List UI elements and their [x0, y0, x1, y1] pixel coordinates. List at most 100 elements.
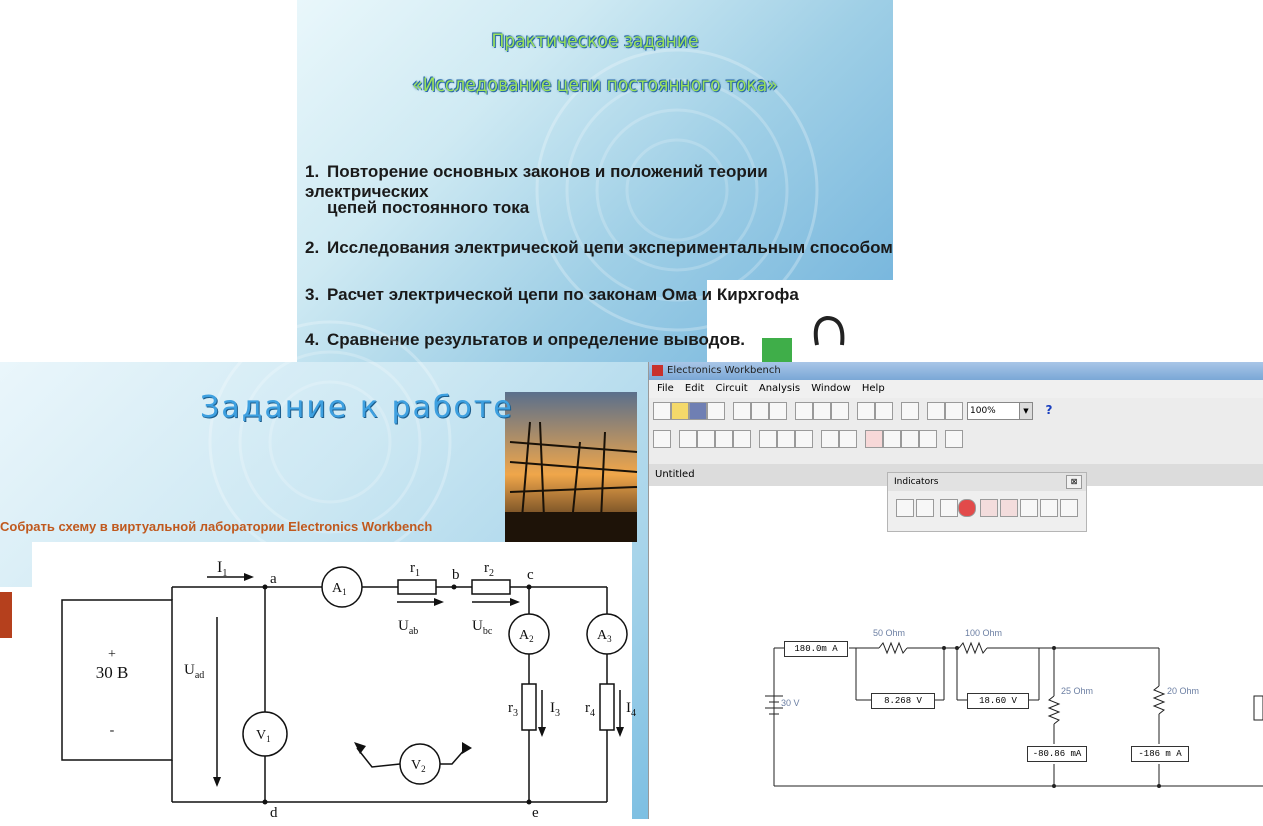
resistor-50-label: 50 Ohm: [873, 628, 906, 638]
ammeter-total-display[interactable]: 180.0m A: [784, 641, 848, 657]
task-item-number: 3.: [305, 285, 320, 304]
zoom-in-icon[interactable]: [945, 402, 963, 420]
task-item-4: 4. Сравнение результатов и определение вы…: [305, 330, 745, 350]
flip-horizontal-icon[interactable]: [813, 402, 831, 420]
zoom-select[interactable]: 100% ▼: [967, 402, 1033, 420]
print-icon[interactable]: [707, 402, 725, 420]
analog-ics-bin-icon[interactable]: [759, 430, 777, 448]
indicators-title: Indicators: [894, 477, 939, 487]
rotate-icon[interactable]: [795, 402, 813, 420]
circuit-canvas[interactable]: 180.0m A 50 Ohm 100 Ohm 8.268 V 18.60 V …: [649, 486, 1263, 819]
seven-segment-part-icon[interactable]: [1000, 499, 1018, 517]
chevron-down-icon[interactable]: ▼: [1019, 403, 1032, 419]
indicators-palette: Indicators ⊠: [887, 472, 1087, 532]
resistor-20-label: 20 Ohm: [1167, 686, 1200, 696]
ewb-titlebar[interactable]: Electronics Workbench: [649, 362, 1263, 380]
resistor-100-label: 100 Ohm: [965, 628, 1003, 638]
copy-icon[interactable]: [751, 402, 769, 420]
decoded-display-part-icon[interactable]: [1020, 499, 1038, 517]
voltmeter-V1-label: V1: [256, 728, 271, 744]
menu-circuit[interactable]: Circuit: [715, 383, 748, 394]
new-file-icon[interactable]: [653, 402, 671, 420]
window-title: Electronics Workbench: [667, 365, 781, 376]
custom-bin-icon[interactable]: [945, 430, 963, 448]
task-item-text: Сравнение результатов и определение выво…: [327, 330, 746, 349]
diodes-bin-icon[interactable]: [715, 430, 733, 448]
task-item-number: 4.: [305, 330, 320, 349]
slide2-instruction: Собрать схему в виртуальной лаборатории …: [0, 519, 433, 534]
logic-gates-bin-icon[interactable]: [821, 430, 839, 448]
parts-bin-toolbar: [649, 424, 1263, 464]
cut-icon[interactable]: [733, 402, 751, 420]
voltmeter-part-icon[interactable]: [896, 499, 914, 517]
close-icon[interactable]: ⊠: [1066, 475, 1082, 489]
node-d-label: d: [270, 805, 278, 821]
flip-vertical-icon[interactable]: [831, 402, 849, 420]
ammeter-2-display[interactable]: -80.86 mA: [1027, 746, 1087, 762]
voltage-Ubc-label: Ubc: [472, 618, 493, 637]
menu-analysis[interactable]: Analysis: [758, 383, 801, 394]
ammeter-A1-label: A1: [332, 581, 347, 597]
voltage-Uab-label: Uab: [398, 618, 418, 637]
voltage-Uad-label: Uad: [184, 662, 204, 681]
menu-help[interactable]: Help: [861, 383, 885, 394]
circuit-diagram: + 30 В - I1 a b c d e r1 r2 r3 r4 A1 A2 …: [32, 542, 636, 822]
task-item-1: 1.Повторение основных законов и положени…: [305, 162, 893, 202]
source-minus-label: -: [110, 723, 115, 738]
subcircuit-icon[interactable]: [857, 402, 875, 420]
save-icon[interactable]: [689, 402, 707, 420]
probe-part-icon[interactable]: [958, 499, 976, 517]
document-title: Untitled: [655, 469, 695, 480]
current-I3-label: I3: [550, 700, 560, 719]
ammeter-part-icon[interactable]: [916, 499, 934, 517]
component-properties-icon[interactable]: [901, 402, 919, 420]
node-b-label: b: [452, 567, 460, 583]
transistors-bin-icon[interactable]: [733, 430, 751, 448]
resistor-r4-label: r4: [585, 700, 595, 719]
task-item-text: Повторение основных законов и положений …: [305, 162, 768, 201]
zoom-out-icon[interactable]: [927, 402, 945, 420]
node-c-label: c: [527, 567, 534, 583]
battery-label: 30 V: [781, 698, 800, 708]
miscellaneous-bin-icon[interactable]: [901, 430, 919, 448]
current-I4-label: I4: [626, 700, 636, 719]
resistor-25-label: 25 Ohm: [1061, 686, 1094, 696]
sources-bin-icon[interactable]: [679, 430, 697, 448]
bulb-part-icon[interactable]: [940, 499, 958, 517]
voltmeter-2-display[interactable]: 18.60 V: [967, 693, 1029, 709]
digital-ics-bin-icon[interactable]: [795, 430, 813, 448]
voltmeter-1-display[interactable]: 8.268 V: [871, 693, 935, 709]
slide2-title: Задание к работе: [200, 390, 514, 425]
slide1-background-decor: [535, 48, 893, 362]
digital-bin-icon[interactable]: [839, 430, 857, 448]
paste-icon[interactable]: [769, 402, 787, 420]
resistor-r1-label: r1: [410, 560, 420, 579]
ammeter-A3-label: A3: [597, 628, 612, 644]
slide2-background-decor: [0, 320, 638, 819]
ewb-schematic: [765, 641, 1263, 788]
bargraph-part-icon[interactable]: [1040, 499, 1058, 517]
controls-bin-icon[interactable]: [883, 430, 901, 448]
graph-icon[interactable]: [875, 402, 893, 420]
voltage-source-box: [61, 599, 173, 761]
indicators-bin-icon[interactable]: [865, 430, 883, 448]
circuit-schematic: + 30 В - I1 a b c d e r1 r2 r3 r4 A1 A2 …: [61, 559, 636, 821]
menu-file[interactable]: File: [657, 383, 674, 394]
basic-bin-icon[interactable]: [697, 430, 715, 448]
buzzer-part-icon[interactable]: [980, 499, 998, 517]
ammeter-3-display[interactable]: -186 m A: [1131, 746, 1189, 762]
mixed-ics-bin-icon[interactable]: [777, 430, 795, 448]
standard-toolbar: 100% ▼ ?: [649, 398, 1263, 424]
ammeter-A2-label: A2: [519, 628, 534, 644]
decoded-bargraph-part-icon[interactable]: [1060, 499, 1078, 517]
open-folder-icon[interactable]: [671, 402, 689, 420]
task-item-1-continuation: цепей постоянного тока: [327, 198, 530, 217]
indicators-titlebar[interactable]: Indicators ⊠: [888, 473, 1086, 491]
help-icon[interactable]: ?: [1045, 403, 1053, 417]
instruments-bin-icon[interactable]: [919, 430, 937, 448]
slide1-subtitle: «Исследование цепи постоянного тока»: [412, 74, 778, 96]
favorites-bin-icon[interactable]: [653, 430, 671, 448]
voltmeter-V2-label: V2: [411, 758, 426, 774]
menu-edit[interactable]: Edit: [684, 383, 705, 394]
menu-window[interactable]: Window: [811, 383, 851, 394]
